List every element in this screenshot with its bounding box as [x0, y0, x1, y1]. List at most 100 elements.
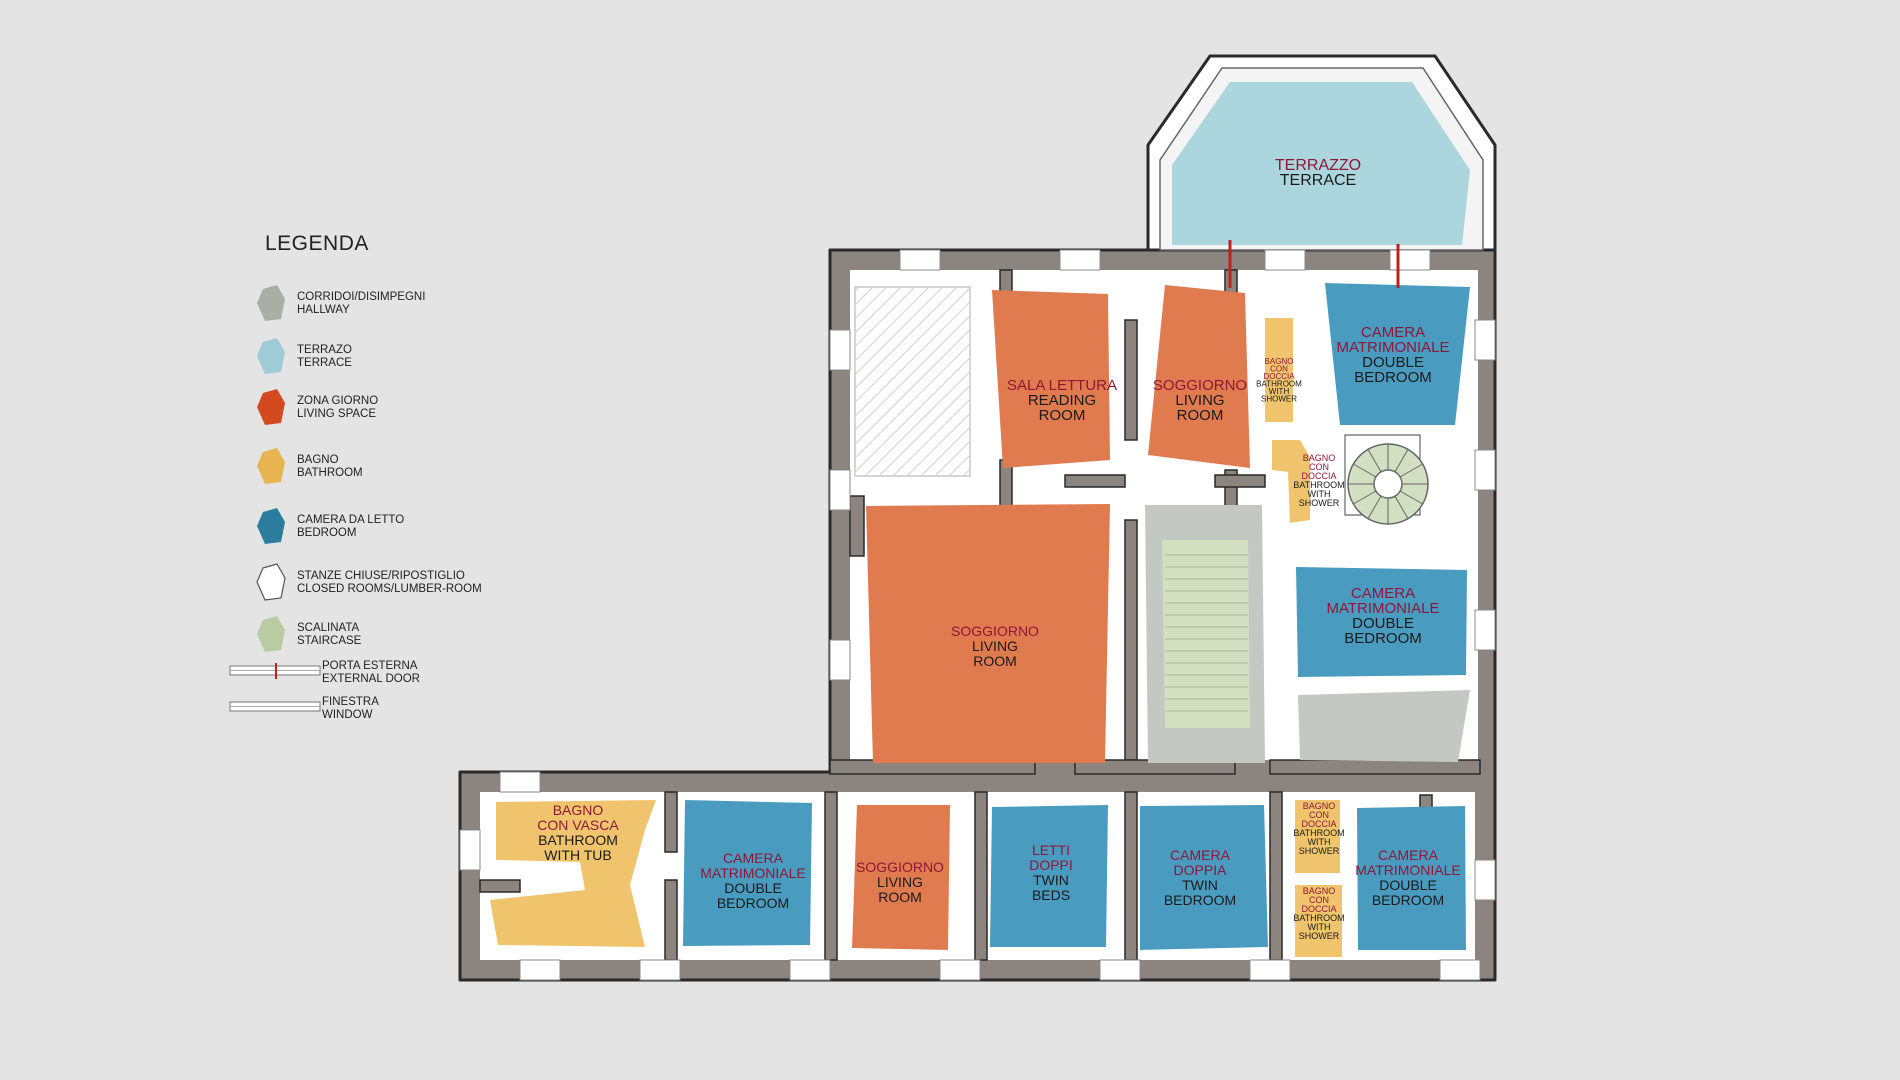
- living-space-swatch-icon: [257, 389, 285, 425]
- spiral-core: [1373, 469, 1403, 499]
- interior-wall: [1124, 319, 1138, 441]
- window: [829, 329, 851, 371]
- spiral-step: [1399, 463, 1423, 478]
- window: [1059, 249, 1101, 271]
- bedroom-ne-room: [1325, 283, 1470, 425]
- bath-se2-room: [1295, 885, 1342, 957]
- external-doors: [1228, 240, 1400, 288]
- interior-wall: [849, 495, 865, 557]
- window: [499, 771, 541, 793]
- window: [829, 639, 851, 681]
- window: [1474, 319, 1496, 361]
- window: [1474, 609, 1496, 651]
- interior-wall: [1269, 791, 1283, 961]
- interior-wall: [974, 791, 988, 961]
- window: [939, 959, 981, 981]
- window: [789, 959, 831, 981]
- window: [639, 959, 681, 981]
- window: [1439, 959, 1481, 981]
- spiral-step: [1367, 449, 1382, 473]
- living-main-room: [866, 504, 1110, 763]
- bath-top-room: [1265, 318, 1293, 422]
- terrace-room: [1172, 82, 1470, 245]
- window: [1264, 249, 1306, 271]
- staircase-swatch-icon: [257, 616, 285, 652]
- rooms: [490, 82, 1470, 957]
- hallway-swatch-icon: [257, 285, 285, 321]
- window: [519, 959, 561, 981]
- window: [899, 249, 941, 271]
- spiral-step: [1394, 495, 1409, 519]
- spiral-step: [1353, 463, 1377, 478]
- window: [1099, 959, 1141, 981]
- spiral-step: [1353, 490, 1377, 505]
- bedroom-se-room: [1357, 806, 1466, 950]
- window: [459, 829, 481, 871]
- spiral-step: [1367, 495, 1382, 519]
- twin-beds-room: [990, 805, 1108, 947]
- window: [829, 469, 851, 511]
- window: [1249, 959, 1291, 981]
- window: [1474, 859, 1496, 901]
- interior-wall: [479, 879, 521, 893]
- spiral-step: [1399, 490, 1423, 505]
- bath-se1-room: [1295, 800, 1340, 873]
- external-door-symbol-icon: [229, 663, 321, 679]
- interior-wall: [1124, 519, 1138, 761]
- reading-room: [992, 290, 1110, 468]
- twin-bedroom-room: [1140, 805, 1268, 950]
- terrace-swatch-icon: [257, 338, 285, 374]
- bath-tub-room: [490, 800, 656, 947]
- interior-wall: [1064, 474, 1126, 488]
- window: [1474, 449, 1496, 491]
- bathroom-swatch-icon: [257, 448, 285, 484]
- closed-room-swatch-icon: [256, 563, 286, 601]
- bedroom-east-room: [1296, 567, 1467, 677]
- bedroom-sw-room: [683, 800, 812, 946]
- living-room-small: [852, 805, 950, 950]
- legend-title: LEGENDA: [265, 232, 369, 255]
- bedroom-swatch-icon: [257, 508, 285, 544]
- spiral-step: [1394, 449, 1409, 473]
- interior-wall: [824, 791, 838, 961]
- window: [1389, 249, 1431, 271]
- hallway-east-room: [1298, 690, 1470, 762]
- staircase-room: [1162, 540, 1250, 728]
- interior-wall: [664, 879, 678, 961]
- living-room-top: [1148, 285, 1250, 468]
- interior-wall: [664, 791, 678, 853]
- bath-stair-room: [1272, 440, 1310, 523]
